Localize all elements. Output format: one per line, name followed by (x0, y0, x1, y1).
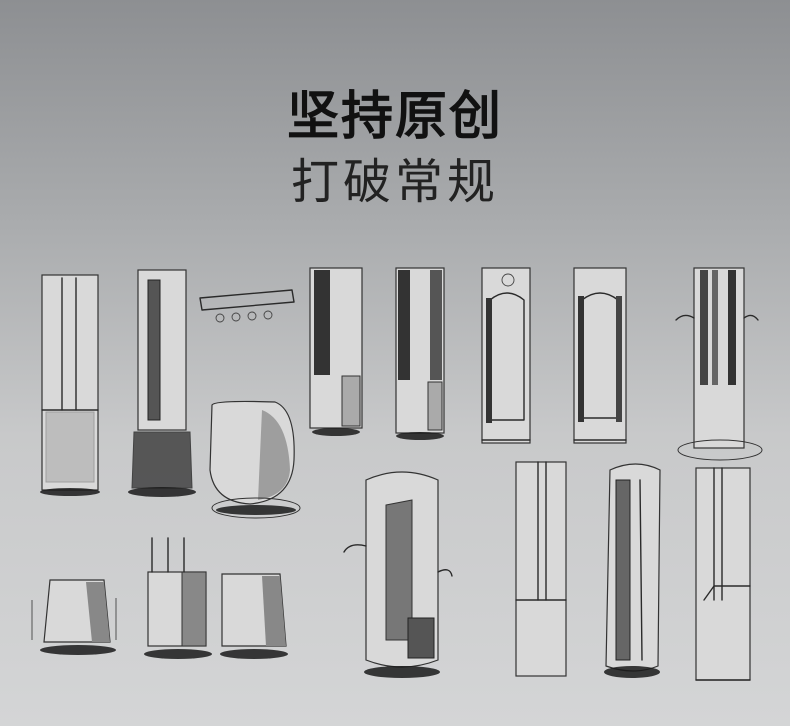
sketch-cube-base-3 (220, 573, 288, 659)
sketch-tower-rounded-slot (573, 267, 627, 444)
page-title: 坚持原创 (286, 87, 503, 147)
sketch-slim-tower-3 (695, 467, 751, 681)
sketch-tower-dark-base (128, 269, 196, 497)
sketch-hinge-detail (199, 289, 295, 323)
sketch-cube-base-1 (31, 579, 117, 655)
sketch-tower-dark-stripe-2 (395, 267, 445, 440)
sketch-tower-rotating (675, 267, 763, 461)
sketch-tall-rounded-tower (343, 471, 453, 678)
sketch-rounded-pot (209, 400, 301, 519)
sketch-tower-dark-stripe-1 (309, 267, 363, 436)
sketch-slim-tower-1 (515, 461, 567, 677)
sketch-slim-tower-2 (604, 463, 661, 678)
sketch-cube-base-2 (144, 537, 212, 659)
sketch-tower-ring-top (481, 267, 531, 444)
page-subtitle: 打破常规 (290, 154, 499, 210)
sketch-tower-split-1 (40, 274, 100, 496)
